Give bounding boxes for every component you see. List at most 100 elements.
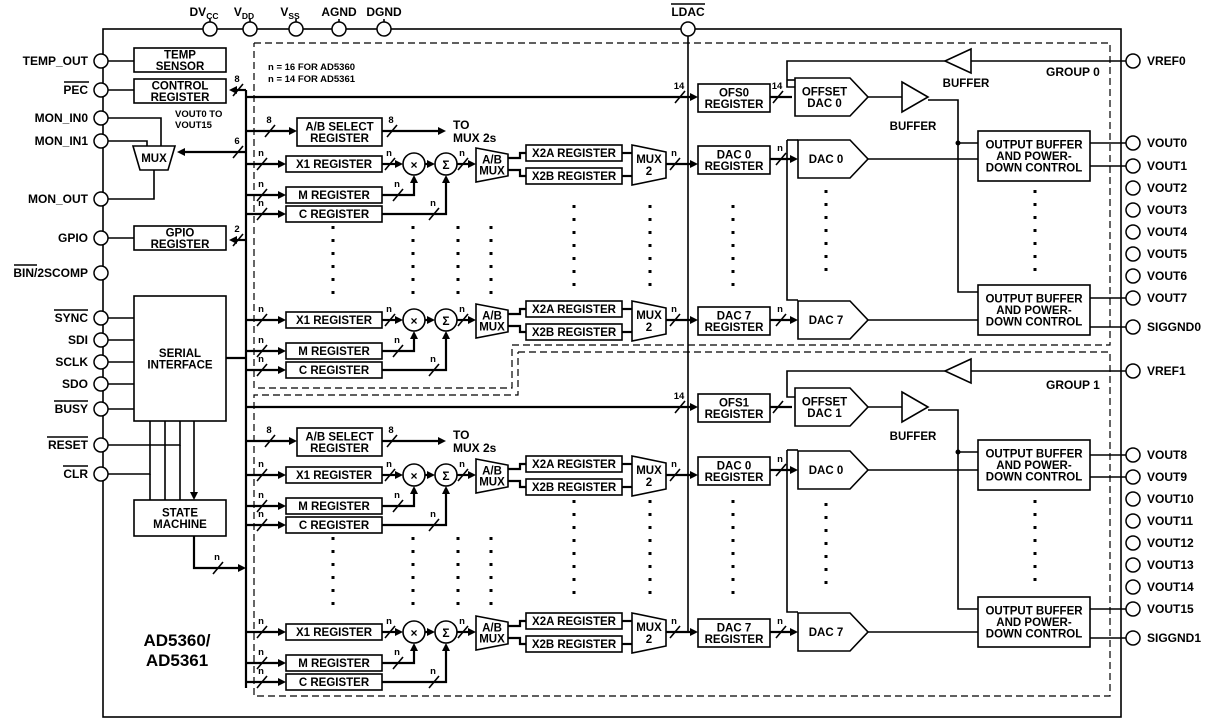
bus-width-label: n (394, 490, 400, 501)
g0-output-buffer-bottom-label: OUTPUT BUFFER (985, 294, 1083, 306)
bus-slash (674, 400, 686, 414)
right-pin-17-label: VOUT14 (1147, 580, 1194, 594)
bus-slash (256, 188, 268, 202)
bus-width-label: n (214, 552, 220, 563)
junction-dot (955, 140, 961, 146)
bus-slash (256, 344, 268, 358)
bus-slash (384, 313, 396, 327)
g0-ch0-ab-mux (475, 147, 509, 183)
right-pin-4-label: VOUT3 (1147, 203, 1187, 217)
g1-vref-to-offset (786, 370, 945, 398)
g1-ch0-x2a-register-label: X2A REGISTER (532, 459, 617, 471)
g0-ch0-abmux-x2a (508, 151, 526, 160)
bus-slash (384, 625, 396, 639)
g0-ofs-register-label: OFS0 (719, 87, 749, 99)
left-pin-9-pin (93, 354, 109, 370)
bus-slash (386, 434, 398, 448)
arrow-head (468, 160, 476, 168)
g0-offbuf-to-ob (928, 99, 978, 144)
left-pin-0-label: TEMP_OUT (23, 54, 89, 68)
left-pin-13-pin (93, 466, 109, 482)
g1-dac7-dac-label: DAC 7 (809, 627, 844, 639)
bus-slash (256, 675, 268, 689)
bus-slash (386, 124, 398, 138)
group1-label: GROUP 1 (1046, 378, 1100, 392)
bus-width-label: n (258, 354, 264, 365)
g1-ch0-mux2-label: 2 (646, 477, 652, 489)
bus-width-label: n (386, 616, 392, 627)
bus-width-label: 6 (234, 136, 239, 147)
group1-outline (253, 351, 1111, 697)
g1-ch7-c-out (382, 649, 448, 684)
mon-out-wire (108, 170, 155, 200)
right-pin-18-label: VOUT15 (1147, 602, 1194, 616)
left-pin-1-pin (93, 82, 109, 98)
g1-dac7-dac (797, 612, 870, 652)
bus-width-label: n (394, 335, 400, 346)
bus-width-label: n (777, 143, 783, 154)
left-pin-8-pin (93, 332, 109, 348)
g0-ch0-m-register (285, 186, 383, 204)
g0-offset-buffer (901, 80, 930, 114)
right-pin-3-label: VOUT2 (1147, 181, 1187, 195)
g1-ch0-ab-mux-label: MUX (479, 477, 505, 489)
bus-slash (669, 313, 681, 327)
bus-width-label: n (671, 616, 677, 627)
junction-dot (955, 449, 961, 455)
group0-outline (253, 42, 1111, 389)
bus-slash (256, 625, 268, 639)
right-pin-18-pin (1125, 601, 1141, 617)
arrow-head (442, 175, 450, 183)
bus-slash (256, 313, 268, 327)
bus-slash (669, 625, 681, 639)
g1-ch0-x2b-register (525, 478, 623, 496)
bus-width-label: 8 (388, 425, 393, 436)
arrow-head (790, 316, 798, 324)
g1-ch0-c-register (285, 516, 383, 534)
mon-in1-wire (108, 140, 148, 146)
bus-slash (428, 518, 440, 532)
arrow-head (395, 316, 403, 324)
arrow-head (278, 160, 286, 168)
bus-width-label: n (430, 666, 436, 677)
arrow-head (790, 466, 798, 474)
temp-sensor-block (133, 47, 227, 73)
arrow-head (690, 93, 698, 101)
g0-dac0-register-label: REGISTER (705, 161, 764, 173)
g1-ch0-c-out (382, 492, 448, 527)
arrow-head (410, 175, 418, 183)
g0-ch0-x2b-register (525, 167, 623, 185)
arrow-head (395, 628, 403, 636)
g1-offset-dac-label: OFFSET (802, 396, 847, 408)
right-pin-12-pin (1125, 469, 1141, 485)
mon-arrow (177, 148, 185, 156)
bus-slash (256, 499, 268, 513)
g1-ch7-mux2-label: MUX (636, 622, 662, 634)
g1-to-mux-label: TO (453, 428, 469, 442)
g1-ch7-ab-mux-label: MUX (479, 634, 505, 646)
top-pin-label: VSS (280, 5, 300, 21)
state-machine-block-label: MACHINE (153, 519, 207, 531)
left-pin-7-pin (93, 310, 109, 326)
left-pin-10-pin (93, 376, 109, 392)
right-pin-4-pin (1125, 202, 1141, 218)
arrow-head (410, 486, 418, 494)
right-pin-9-label: SIGGND0 (1147, 320, 1201, 334)
g1-output-buffer-top (977, 439, 1091, 491)
temp-sensor-block-label: TEMP (164, 49, 196, 61)
g0-output-buffer-bottom-label: AND POWER- (996, 305, 1072, 317)
bus-slash (256, 363, 268, 377)
arrow-head (690, 160, 698, 168)
right-pin-2-label: VOUT1 (1147, 159, 1187, 173)
arrow-head (690, 628, 698, 636)
bus-slash (674, 90, 686, 104)
g0-dac7-dac (797, 300, 870, 340)
arrow-head (278, 191, 286, 199)
g0-dac7-register-label: REGISTER (705, 322, 764, 334)
left-pin-13-label: CLR (63, 467, 88, 481)
g1-offbuf-to-ob7 (957, 452, 978, 610)
left-pin-7-label: SYNC (55, 311, 89, 325)
state-machine-block (133, 499, 227, 537)
g1-dac0-dac-label: DAC 0 (809, 465, 844, 477)
g0-ch7-x1-register (285, 311, 383, 329)
